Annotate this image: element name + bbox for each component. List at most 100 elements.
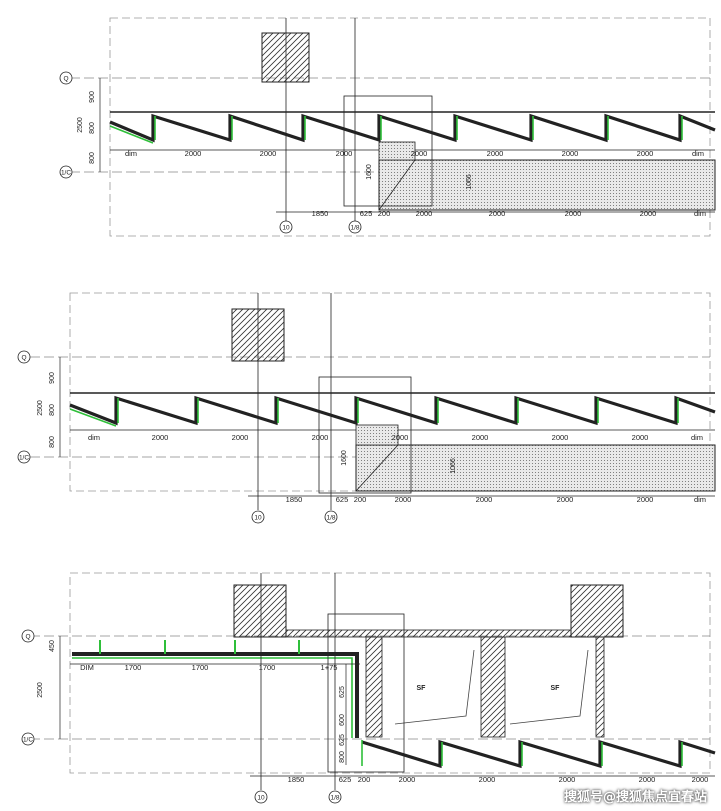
panel-2: Q 1/C 10 1/8 900 800 2500 800 1600 1066 … bbox=[17, 292, 716, 524]
panel-3-axis-bubble-10: 10 bbox=[254, 790, 268, 804]
panel-1-core-diagonal bbox=[378, 159, 416, 211]
panel-1-grid-bubble-top: Q bbox=[59, 71, 73, 85]
panel-1-grid-bubble-bottom: 1/C bbox=[59, 165, 73, 179]
panel-3-room-label-2: SF bbox=[551, 685, 561, 692]
panel-1-bottom-dim-5: 2000 bbox=[489, 209, 506, 218]
panel-2-vdim-4: 800 bbox=[49, 436, 56, 448]
panel-3-grid-label-top: Q bbox=[25, 634, 30, 641]
panel-3-bottom-dim-5: 2000 bbox=[479, 775, 496, 784]
panel-3-top-dim-2: 1700 bbox=[125, 663, 142, 672]
panel-2-core-vdim: 1600 bbox=[341, 450, 348, 466]
panel-1-bottom-dim-3: 200 bbox=[378, 209, 391, 218]
panel-2-vdim-2: 800 bbox=[49, 404, 56, 416]
panel-1-vdim-4: 800 bbox=[89, 152, 96, 164]
panel-3-door-swing-1 bbox=[394, 649, 475, 725]
panel-1-bottom-dim-4: 2000 bbox=[416, 209, 433, 218]
panel-1-stair-vdim: 1066 bbox=[466, 174, 473, 190]
panel-2-grid-label-top: Q bbox=[21, 355, 26, 362]
panel-1-column bbox=[261, 32, 310, 83]
panel-1-top-dim-5: 2000 bbox=[411, 149, 428, 158]
panel-2-top-dim-4: 2000 bbox=[312, 433, 329, 442]
panel-1-bottom-dim-7: 2000 bbox=[640, 209, 657, 218]
panel-2-top-dim-9: dim bbox=[691, 433, 703, 442]
panel-3-grid-bubble-top: Q bbox=[21, 629, 35, 643]
panel-1-vdim-3: 2500 bbox=[77, 117, 84, 133]
panel-2-top-dim-3: 2000 bbox=[232, 433, 249, 442]
panel-1-stair-hatch bbox=[378, 159, 716, 211]
panel-1-bottom-dim-8: dim bbox=[694, 209, 706, 218]
panel-2-bottom-dim-3: 200 bbox=[354, 495, 367, 504]
panel-1-vdim-1: 900 bbox=[89, 91, 96, 103]
panel-1-grid-label-top: Q bbox=[63, 76, 68, 83]
panel-2-detail-box bbox=[318, 376, 412, 494]
panel-3-axis-label-right: 1/8 bbox=[330, 795, 339, 802]
panel-2-top-dim-6: 2000 bbox=[472, 433, 489, 442]
panel-1-top-dim-9: dim bbox=[692, 149, 704, 158]
panel-2-bottom-dim-4: 2000 bbox=[395, 495, 412, 504]
panel-3-axis-label-left: 10 bbox=[257, 795, 265, 802]
panel-3-top-dim-5: 1+75 bbox=[321, 663, 338, 672]
panel-1-core-vdim: 1600 bbox=[366, 164, 373, 180]
panel-2-grid-bubble-bottom: 1/C bbox=[17, 450, 31, 464]
panel-2-top-dim-2: 2000 bbox=[152, 433, 169, 442]
panel-3-wall-2 bbox=[480, 636, 506, 738]
panel-1-axis-label-right: 1/8 bbox=[350, 225, 359, 232]
panel-3-column-right bbox=[570, 584, 624, 638]
panel-1-grid-label-bottom: 1/C bbox=[61, 170, 71, 177]
panel-1-bottom-dim-2: 625 bbox=[360, 209, 373, 218]
panel-3-wall-1 bbox=[365, 636, 383, 738]
panel-2-stair-hatch bbox=[355, 444, 716, 492]
panel-3-bottom-dim-3: 200 bbox=[358, 775, 371, 784]
panel-2-axis-label-left: 10 bbox=[254, 515, 262, 522]
panel-2-core-diagonal bbox=[355, 444, 399, 492]
panel-2-vdim-1: 900 bbox=[49, 372, 56, 384]
panel-2-axis-label-right: 1/8 bbox=[326, 515, 335, 522]
panel-2-bottom-dim-2: 625 bbox=[336, 495, 349, 504]
panel-1-axis-label-left: 10 bbox=[282, 225, 290, 232]
panel-3-bottom-dim-4: 2000 bbox=[399, 775, 416, 784]
panel-3-bottom-dim-6: 2000 bbox=[559, 775, 576, 784]
panel-3-beam bbox=[285, 629, 572, 638]
panel-3-inner-vdim-1: 625 bbox=[339, 686, 346, 698]
panel-3-bottom-dim-8: 2000 bbox=[692, 775, 709, 784]
panel-3-bottom-dim-7: 2000 bbox=[639, 775, 656, 784]
panel-2-vdim-3: 2500 bbox=[37, 400, 44, 416]
panel-2-top-dim-7: 2000 bbox=[552, 433, 569, 442]
panel-3-room-label-1: SF bbox=[417, 685, 427, 692]
panel-1-top-dim-1: dim bbox=[125, 149, 137, 158]
panel-3-bottom-dim-2: 625 bbox=[339, 775, 352, 784]
panel-2-top-dim-5: 2000 bbox=[392, 433, 409, 442]
panel-3-inner-vdim-2: 600 bbox=[339, 714, 346, 726]
panel-3-inner-vdim-4: 800 bbox=[339, 751, 346, 763]
panel-3-axis-bubble-18: 1/8 bbox=[328, 790, 342, 804]
panel-3-sawtooth-roof bbox=[361, 739, 716, 769]
panel-3-wall-3 bbox=[595, 636, 605, 738]
panel-1-detail-box bbox=[343, 95, 433, 207]
panel-3-canopy bbox=[72, 652, 359, 738]
panel-1-top-dim-3: 2000 bbox=[260, 149, 277, 158]
panel-3-top-dim-3: 1700 bbox=[192, 663, 209, 672]
panel-2-top-dim-8: 2000 bbox=[632, 433, 649, 442]
panel-3-top-dim-1: DIM bbox=[80, 663, 94, 672]
panel-3-column-left bbox=[233, 584, 287, 638]
panel-3-detail-box bbox=[327, 613, 405, 773]
panel-2-grid-label-bottom: 1/C bbox=[19, 455, 29, 462]
panel-3-canopy-accent bbox=[72, 657, 353, 738]
panel-2-axis-bubble-18: 1/8 bbox=[324, 510, 338, 524]
panel-1-sawtooth-accent bbox=[109, 116, 683, 144]
panel-1-top-dim-4: 2000 bbox=[336, 149, 353, 158]
panel-3-top-dim-4: 1700 bbox=[259, 663, 276, 672]
panel-3-bottom-dim-1: 1850 bbox=[288, 775, 305, 784]
panel-3-grid-bubble-bottom: 1/C bbox=[21, 732, 35, 746]
panel-2-axis-bubble-10: 10 bbox=[251, 510, 265, 524]
panel-3-vdim-2: 2500 bbox=[37, 682, 44, 698]
panel-2-core-hatch bbox=[355, 424, 399, 446]
panel-1-top-dim-2: 2000 bbox=[185, 149, 202, 158]
panel-2-sawtooth-accent bbox=[69, 398, 679, 427]
panel-3-sawtooth-accent bbox=[361, 740, 683, 766]
panel-2-bottom-dim-6: 2000 bbox=[557, 495, 574, 504]
panel-1-vdim-2: 800 bbox=[89, 122, 96, 134]
panel-3-frame bbox=[69, 572, 711, 774]
panel-3: Q 1/C 10 1/8 SF SF 450 2500 625 600 625 … bbox=[21, 572, 716, 804]
